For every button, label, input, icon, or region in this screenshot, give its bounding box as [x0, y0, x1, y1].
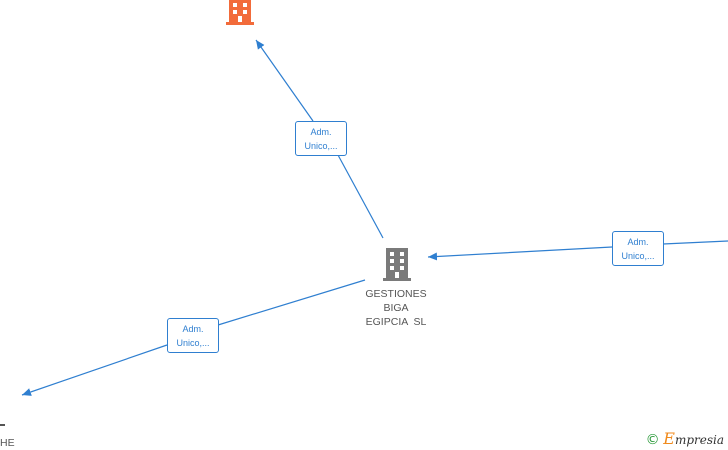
center-node-name-line: GESTIONES	[365, 288, 427, 300]
edge-label-line: Adm.	[627, 237, 649, 247]
bottom-left-node-name-text: HE	[0, 437, 15, 449]
empresia-watermark: © Empresia	[646, 429, 724, 448]
copyright-symbol: ©	[645, 432, 660, 448]
center-node-name[interactable]: GESTIONES BIGA EGIPCIA SL	[346, 287, 446, 329]
building-icon[interactable]	[224, 0, 256, 26]
center-node-name-line: BIGA	[383, 302, 409, 314]
edge-line-top	[255, 39, 384, 239]
edge-label-line: Adm.	[310, 127, 332, 137]
edge-label-right[interactable]: Adm. Unico,...	[612, 231, 664, 266]
edge-line-right	[427, 240, 728, 258]
bottom-left-node-name[interactable]: HE	[0, 436, 15, 450]
brand-initial: E	[663, 429, 675, 448]
edge-label-top[interactable]: Adm. Unico,...	[295, 121, 347, 156]
edge-line-left	[21, 279, 366, 396]
brand-name: mpresia	[674, 433, 724, 447]
edge-label-left[interactable]: Adm. Unico,...	[167, 318, 219, 353]
edge-label-line: Unico,...	[621, 251, 655, 261]
center-node-name-line: EGIPCIA SL	[365, 316, 427, 328]
edge-label-line: Unico,...	[304, 141, 338, 151]
bottom-left-node-marker	[0, 424, 5, 426]
edge-label-line: Unico,...	[176, 338, 210, 348]
edge-label-line: Adm.	[182, 324, 204, 334]
building-icon[interactable]	[380, 246, 414, 282]
